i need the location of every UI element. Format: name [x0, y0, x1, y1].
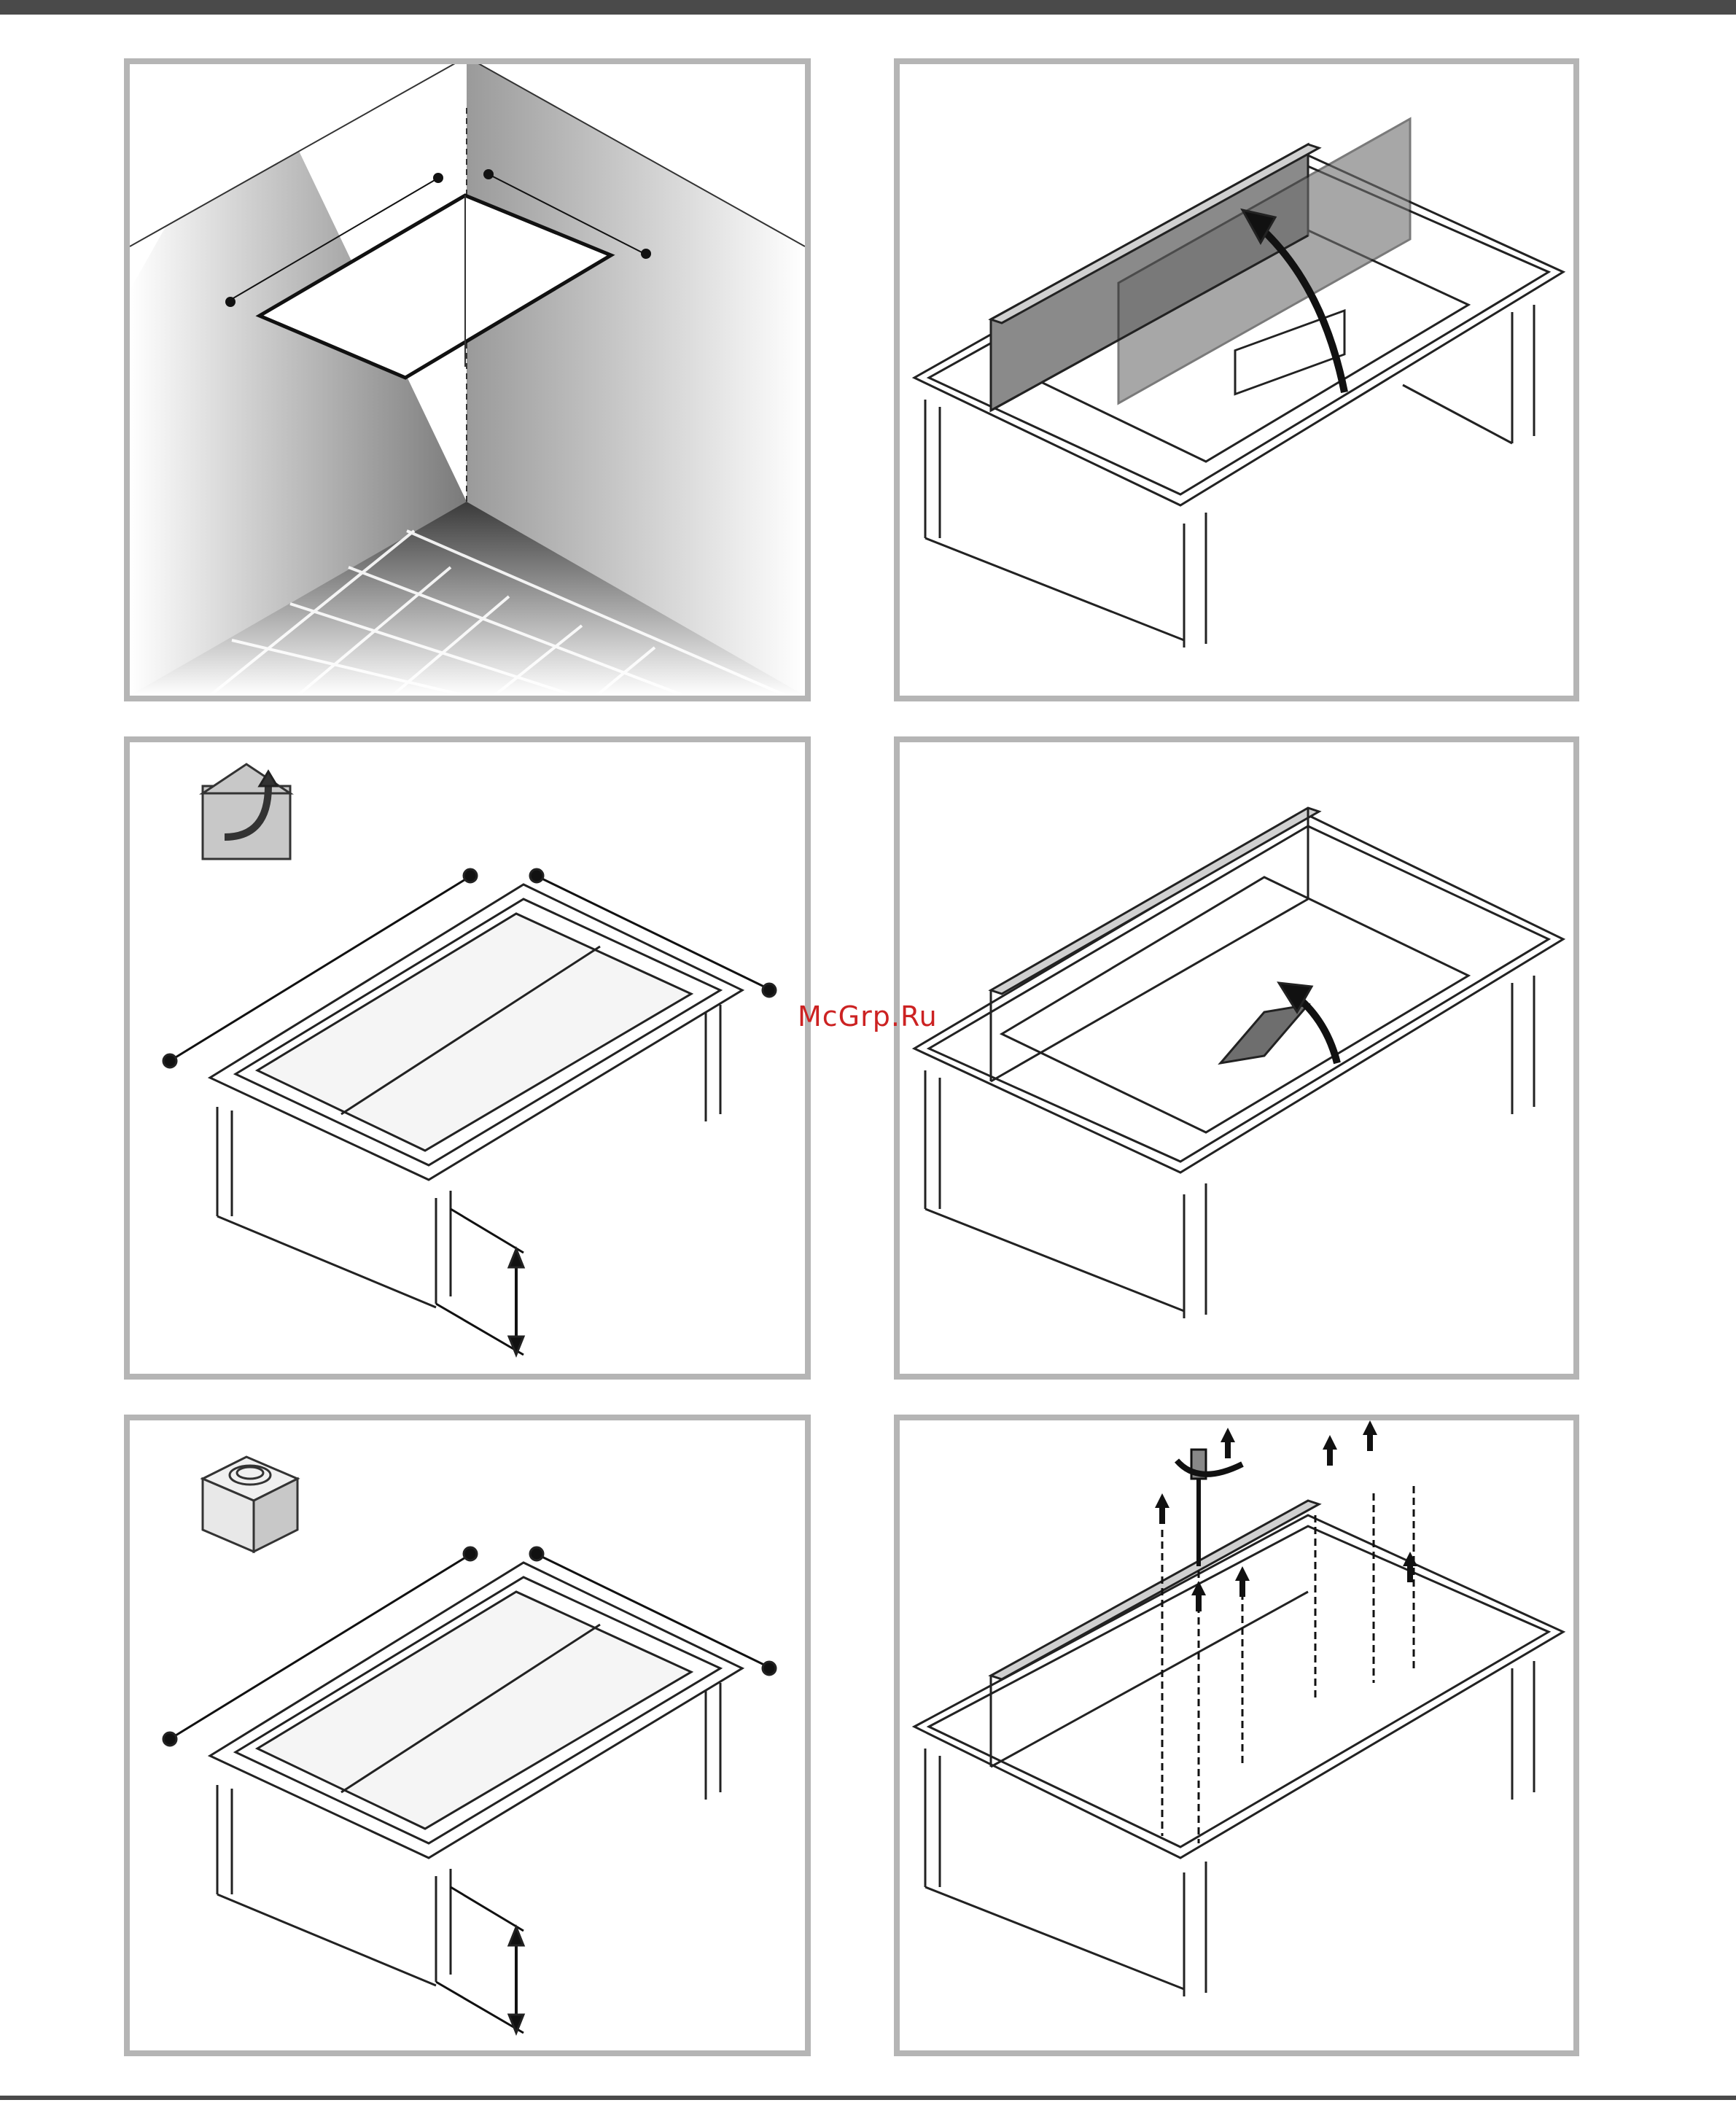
dimension-arrow-icon [509, 1249, 523, 1355]
panel-open-lid [894, 58, 1579, 701]
watermark-text: McGrp.Ru [798, 1000, 938, 1032]
panel-ducted-installation [124, 736, 811, 1380]
panel-ceiling-cutout [124, 58, 811, 701]
panel-recirculation-installation [124, 1415, 811, 2056]
top-bar [0, 0, 1736, 15]
bottom-rule [0, 2096, 1736, 2100]
ducted-exhaust-icon [203, 764, 290, 859]
panel-remove-filter [894, 736, 1579, 1380]
recirculation-box-icon [203, 1457, 297, 1552]
panel-remove-screws [894, 1415, 1579, 2056]
dimension-arrow-icon [509, 1927, 523, 2033]
